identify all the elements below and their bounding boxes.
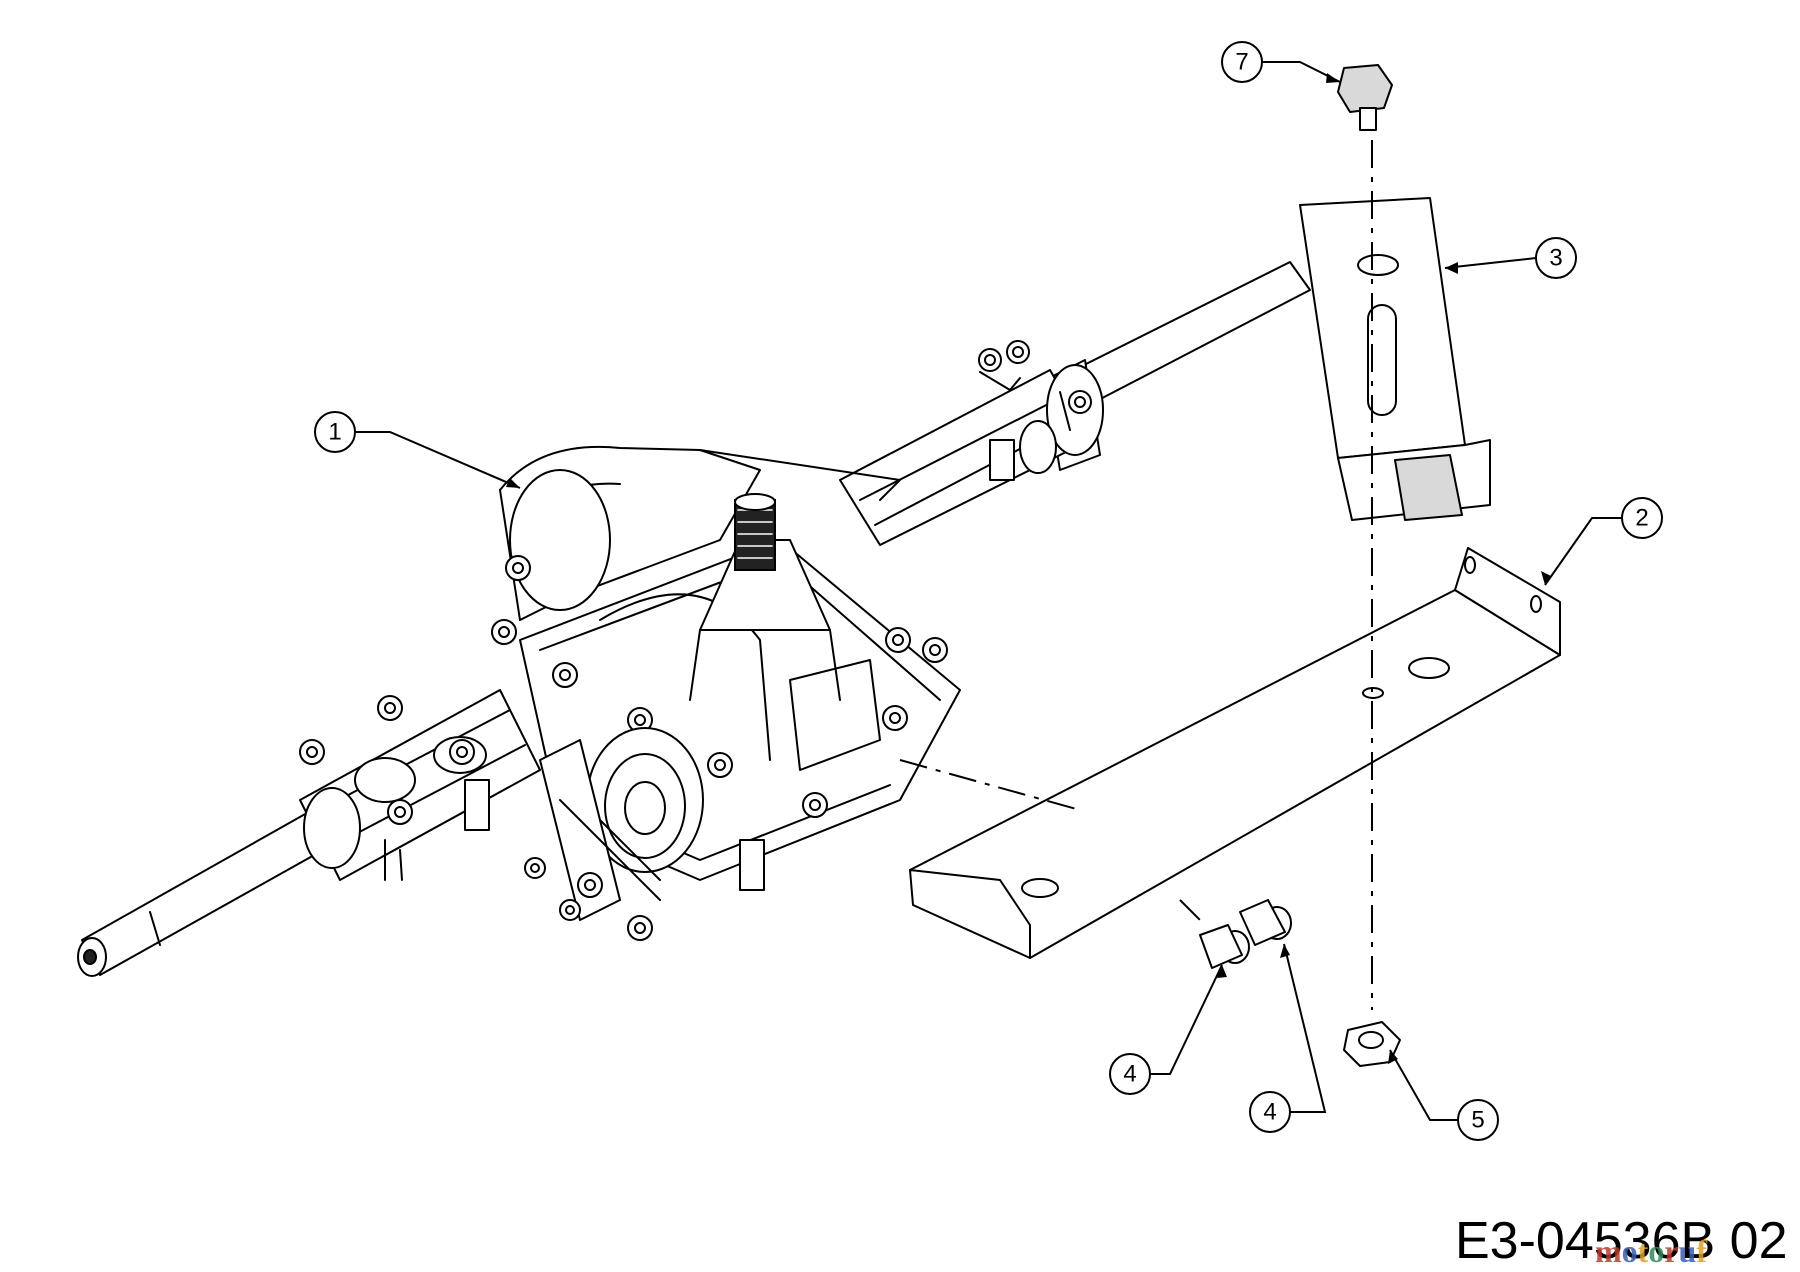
flange-bolt-4: [1239, 899, 1292, 946]
support-plate-part: [909, 547, 1561, 959]
callout-5: 5: [1457, 1099, 1499, 1141]
callout-3: 3: [1535, 237, 1577, 279]
case-bolt: [552, 662, 578, 688]
svg-text:1: 1: [328, 419, 341, 446]
callout-1: 1: [314, 411, 356, 453]
callout-4: 4: [1109, 1053, 1151, 1095]
housing-bolt: [377, 695, 403, 721]
housing-bolt: [387, 799, 413, 825]
drawing-code: E3-04536B 02: [1455, 1212, 1788, 1270]
watermark-logo: motoruf: [1595, 1233, 1707, 1269]
case-bolt: [802, 792, 828, 818]
arm-bolt: [627, 915, 653, 941]
flange-nut-5: [1343, 1021, 1401, 1067]
case-bolt: [627, 707, 653, 733]
center-line: [899, 759, 1081, 811]
housing-bolt: [299, 739, 325, 765]
case-bolt: [922, 637, 948, 663]
svg-text:5: 5: [1471, 1107, 1484, 1134]
leader-line: [1389, 1049, 1458, 1121]
leader-line: [1262, 61, 1341, 83]
case-bolt: [885, 627, 911, 653]
leader-line: [1444, 257, 1537, 269]
housing-bolt: [1006, 340, 1030, 364]
svg-text:4: 4: [1263, 1099, 1276, 1126]
arm-bolt: [559, 899, 581, 921]
arm-bolt: [524, 857, 546, 879]
bolt-7: [1337, 64, 1393, 131]
upper-bracket-part: [1299, 197, 1491, 521]
svg-text:2: 2: [1635, 505, 1648, 532]
housing-bolt: [449, 739, 475, 765]
leader-line: [1544, 517, 1622, 586]
svg-text:7: 7: [1235, 49, 1248, 76]
housing-bolt: [978, 348, 1002, 372]
center-line: [1179, 899, 1206, 926]
callout-7: 7: [1221, 41, 1263, 83]
housing-bolt: [491, 619, 517, 645]
case-bolt: [882, 705, 908, 731]
housing-bolt: [505, 555, 531, 581]
leader-line: [1283, 943, 1327, 1113]
flange-bolt-4: [1199, 924, 1250, 969]
arm-bolt: [577, 872, 603, 898]
callout-4: 4: [1249, 1091, 1291, 1133]
svg-text:4: 4: [1123, 1061, 1136, 1088]
transaxle-part: [77, 261, 1311, 977]
svg-text:3: 3: [1549, 245, 1562, 272]
leader-line: [1150, 964, 1223, 1075]
case-bolt: [707, 752, 733, 778]
housing-bolt: [1068, 390, 1092, 414]
callout-2: 2: [1621, 497, 1663, 539]
leader-line: [352, 431, 521, 489]
